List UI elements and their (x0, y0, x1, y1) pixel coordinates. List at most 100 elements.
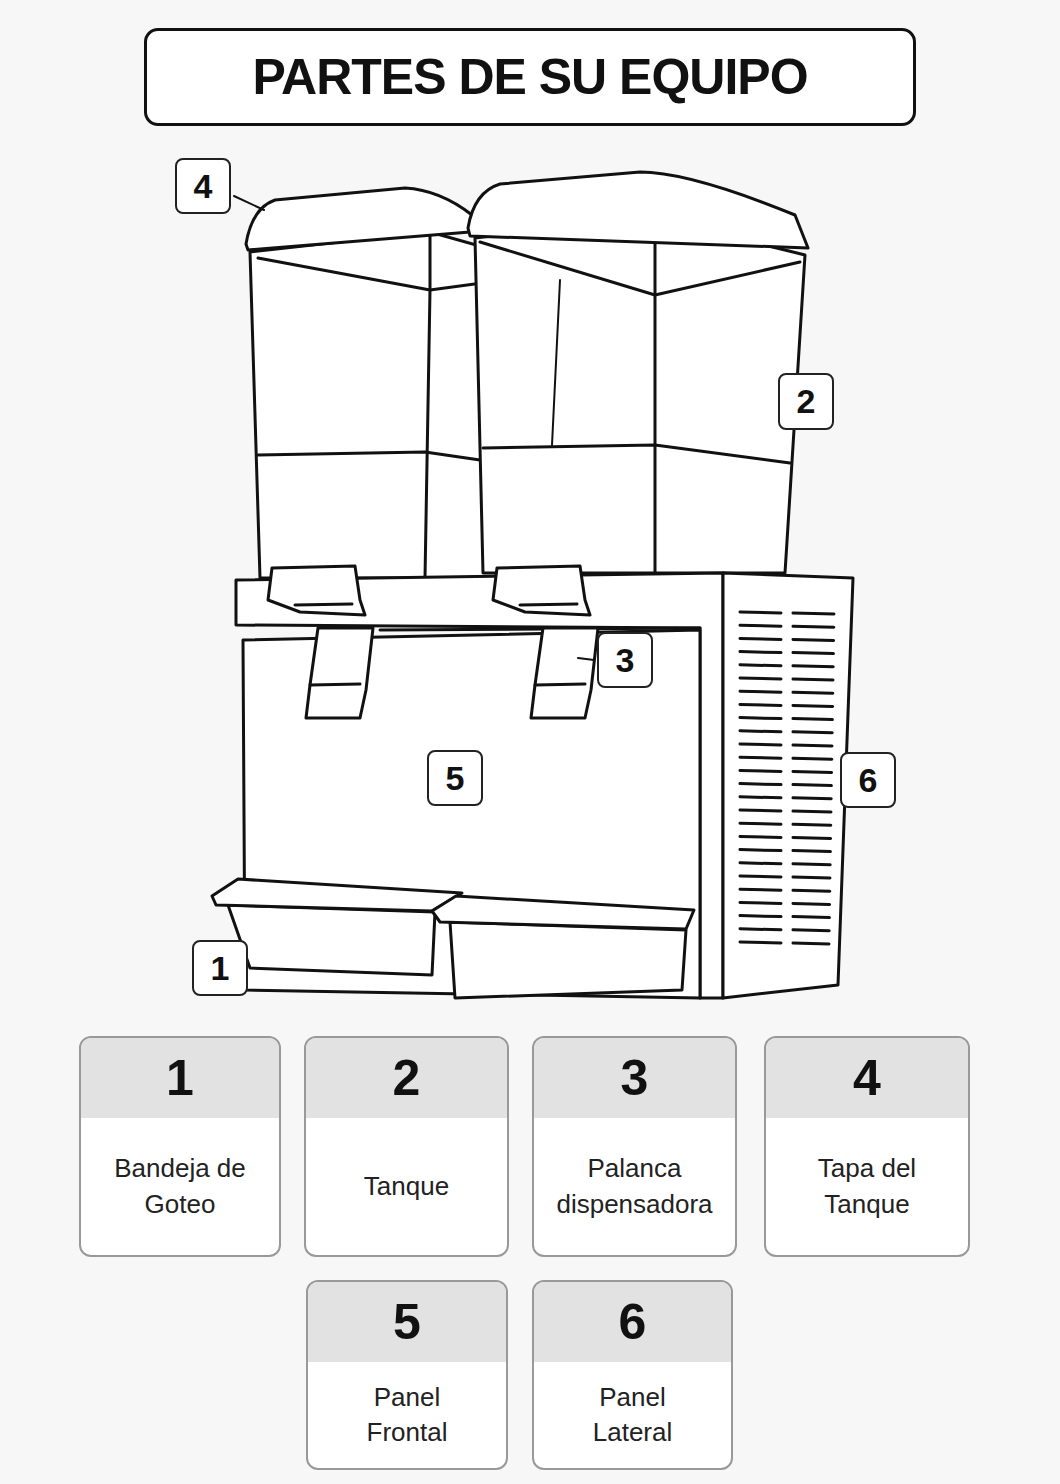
callout-number: 4 (194, 167, 213, 206)
part-name: Tapa del Tanque (787, 1151, 947, 1221)
part-card: 3Palanca dispensadora (532, 1036, 737, 1257)
left-lever (268, 566, 373, 718)
part-card: 5Panel Frontal (306, 1280, 508, 1470)
part-name: Tanque (364, 1169, 449, 1204)
right-drip-tray (432, 896, 694, 998)
vent-slot (740, 916, 781, 917)
vent-slot (740, 876, 781, 877)
vent-slot (793, 692, 833, 693)
card-body: Palanca dispensadora (534, 1118, 735, 1255)
title: PARTES DE SU EQUIPO (252, 48, 807, 106)
part-number: 4 (853, 1049, 881, 1107)
vent-slot (740, 652, 781, 653)
vent-slot (793, 785, 831, 786)
vent-slot (740, 797, 781, 798)
part-number: 5 (393, 1293, 421, 1351)
vent-slot (793, 745, 832, 746)
card-header: 2 (306, 1038, 507, 1118)
card-header: 3 (534, 1038, 735, 1118)
card-body: Tapa del Tanque (766, 1118, 968, 1255)
vent-slot (793, 917, 829, 918)
callout-number: 6 (859, 761, 878, 800)
left-drip-tray (212, 879, 462, 975)
right-lid (468, 172, 808, 248)
vent-slot (740, 638, 781, 639)
part-card: 4Tapa del Tanque (764, 1036, 970, 1257)
side-vents (740, 612, 834, 944)
side-panel (723, 573, 853, 998)
vent-slot (793, 653, 833, 654)
vent-slot (793, 679, 833, 680)
vent-slot (740, 744, 781, 745)
vent-slot (740, 889, 781, 890)
vent-slot (793, 824, 831, 825)
vent-slot (740, 810, 781, 811)
vent-slot (740, 731, 781, 732)
vent-slot (793, 666, 833, 667)
part-name: Panel Frontal (337, 1380, 477, 1450)
vent-slot (793, 719, 832, 720)
callout-number: 2 (797, 382, 816, 421)
part-name: Bandeja de Goteo (98, 1151, 263, 1221)
vent-slot (793, 626, 834, 627)
vent-slot (793, 930, 829, 931)
callout-box: 6 (840, 752, 896, 808)
left-lid (246, 188, 472, 250)
part-name: Panel Lateral (560, 1380, 705, 1450)
part-number: 3 (621, 1049, 649, 1107)
vent-slot (793, 732, 832, 733)
part-number: 6 (619, 1293, 647, 1351)
vent-slot (793, 837, 831, 838)
right-tank (475, 218, 805, 573)
vent-slot (740, 902, 781, 903)
vent-slot (740, 823, 781, 824)
vent-slot (740, 863, 781, 864)
callout-box: 1 (192, 940, 248, 996)
vent-slot (793, 613, 834, 614)
vent-slot (793, 811, 831, 812)
vent-slot (740, 770, 781, 771)
vent-slot (793, 903, 830, 904)
vent-slot (740, 678, 781, 679)
vent-slot (740, 757, 781, 758)
vent-slot (740, 784, 781, 785)
card-header: 4 (766, 1038, 968, 1118)
card-body: Bandeja de Goteo (81, 1118, 279, 1255)
part-card: 6Panel Lateral (532, 1280, 733, 1470)
card-header: 1 (81, 1038, 279, 1118)
part-name: Palanca dispensadora (540, 1151, 730, 1221)
leader-line (234, 196, 264, 210)
callout-number: 3 (616, 641, 635, 680)
callout-number: 1 (211, 949, 230, 988)
vent-slot (740, 704, 781, 705)
part-number: 2 (393, 1049, 421, 1107)
vent-slot (740, 850, 781, 851)
vent-slot (793, 890, 830, 891)
leader-line (578, 658, 594, 660)
callout-box: 3 (597, 632, 653, 688)
vent-slot (740, 625, 781, 626)
card-body: Tanque (306, 1118, 507, 1255)
callout-box: 4 (175, 158, 231, 214)
vent-slot (740, 942, 781, 943)
vent-slot (740, 836, 781, 837)
part-number: 1 (166, 1049, 194, 1107)
vent-slot (793, 864, 830, 865)
vent-slot (793, 877, 830, 878)
card-body: Panel Frontal (308, 1362, 506, 1468)
vent-slot (740, 718, 781, 719)
card-header: 5 (308, 1282, 506, 1362)
vent-slot (793, 705, 833, 706)
callout-box: 2 (778, 373, 834, 430)
vent-slot (793, 798, 831, 799)
vent-slot (740, 665, 781, 666)
vent-slot (793, 943, 829, 944)
vent-slot (793, 771, 832, 772)
vent-slot (793, 758, 832, 759)
card-body: Panel Lateral (534, 1362, 731, 1468)
vent-slot (740, 929, 781, 930)
part-card: 1Bandeja de Goteo (79, 1036, 281, 1257)
right-lever (493, 566, 598, 718)
